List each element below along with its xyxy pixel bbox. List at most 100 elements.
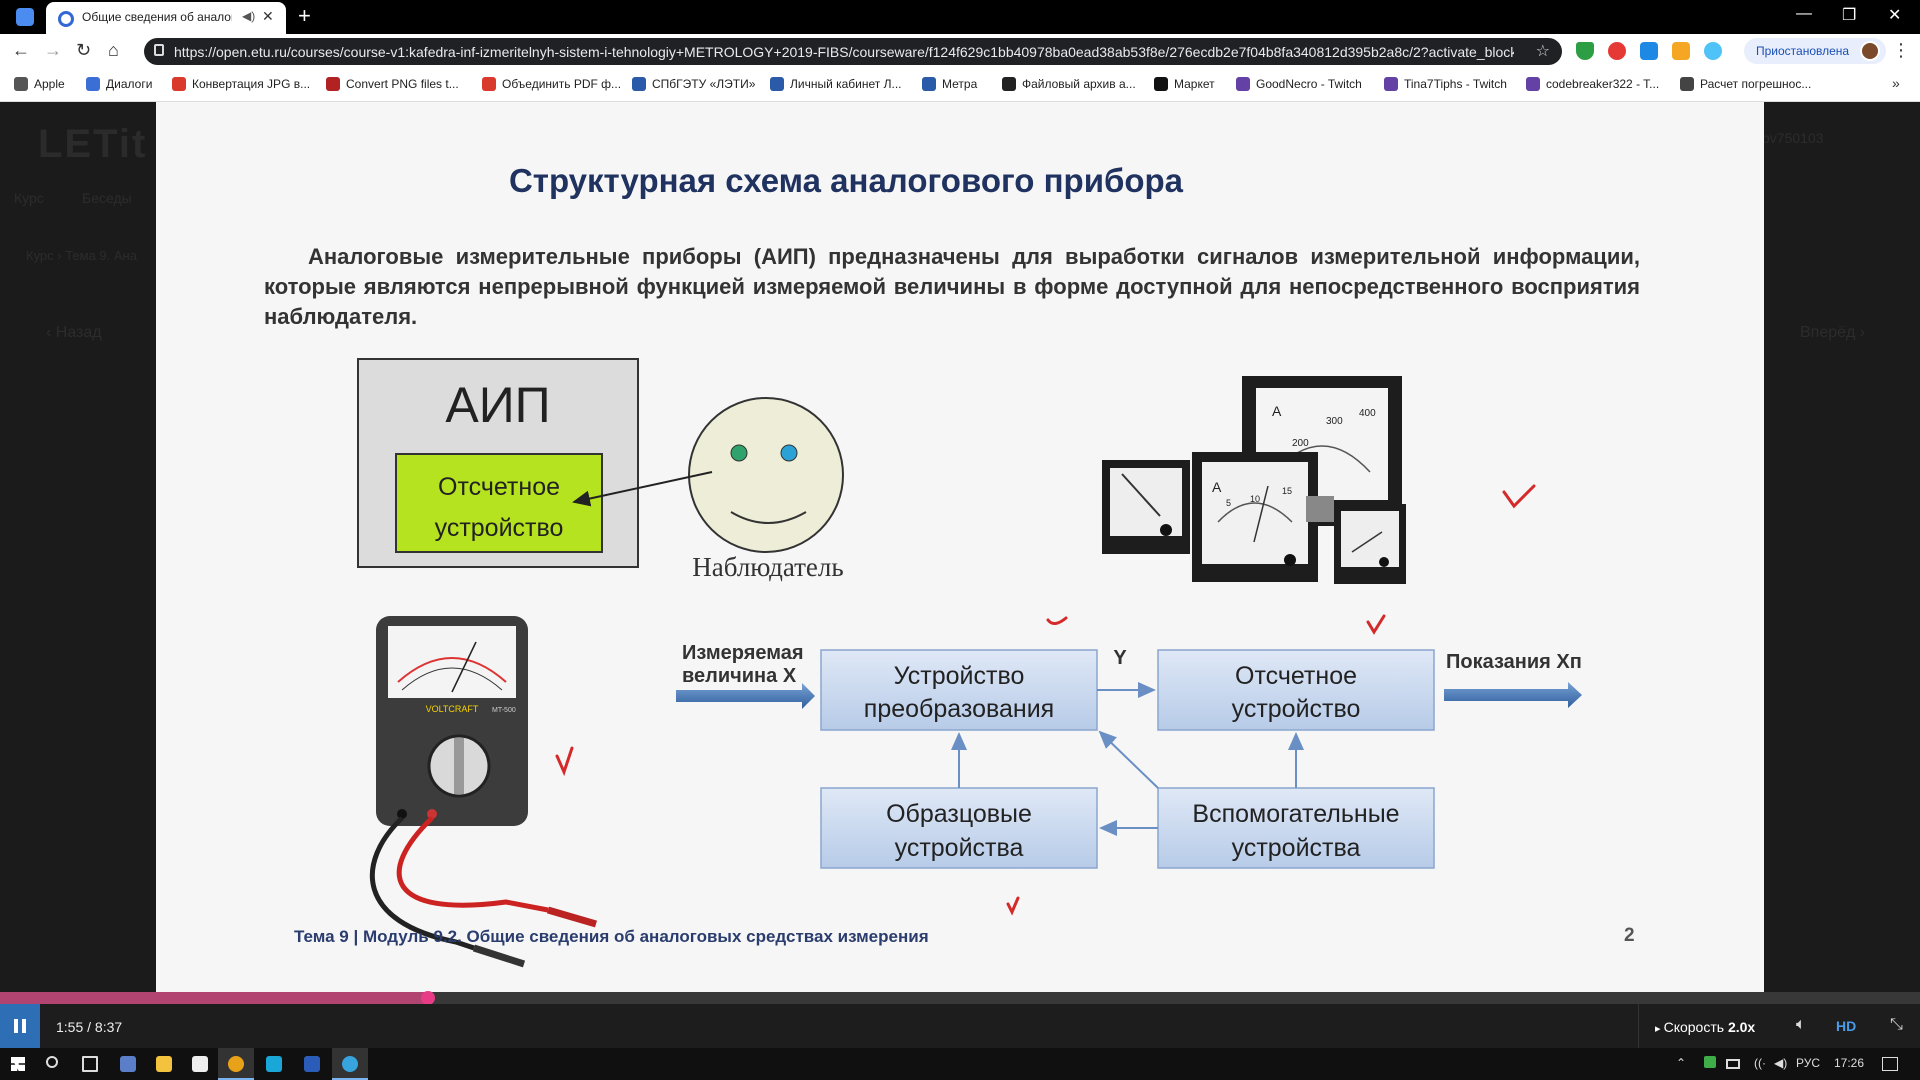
notifications-icon[interactable] [1882,1057,1898,1071]
meter-scale-5: 5 [1226,498,1231,508]
input-arrow [676,683,815,709]
restore-icon[interactable]: ❐ [1842,7,1857,24]
meter-scale-10: 10 [1250,494,1260,504]
search-icon[interactable] [36,1048,72,1080]
check-mark-icon [555,746,574,777]
check-marks [555,484,1536,916]
bookmark-label: Apple [34,77,65,91]
sync-paused-label: Приостановлена [1756,44,1850,58]
bookmark-item[interactable]: Маркет [1154,77,1234,91]
taskbar-app-store-icon[interactable] [182,1048,218,1080]
bookmark-favicon-icon [1002,77,1016,91]
multimeter-model: MT-500 [492,707,516,714]
pause-button[interactable] [0,1004,40,1048]
check-mark-icon [1366,614,1386,635]
battery-icon[interactable] [1726,1059,1740,1069]
taskbar-app-chrome-icon[interactable] [218,1048,254,1080]
tray-app-icon[interactable] [1704,1056,1716,1068]
meter-scale-300: 300 [1326,416,1343,427]
avatar [1860,41,1880,61]
bookmark-item[interactable]: Конвертация JPG в... [172,77,324,91]
close-window-icon[interactable]: ✕ [1888,7,1902,24]
taskbar-app-skype-icon[interactable] [256,1048,292,1080]
converter-label-line2: преобразования [864,695,1054,723]
bookmark-label: Диалоги [106,77,153,91]
user-menu[interactable]: ov750103 [1762,130,1824,146]
taskbar-app-telegram-icon[interactable] [332,1048,368,1080]
tab-active[interactable]: Общие сведения об аналог ◀) ✕ [46,2,286,34]
bookmark-item[interactable]: GoodNecro - Twitch [1236,77,1382,91]
bookmark-item[interactable]: Apple [14,77,84,91]
clock[interactable]: 17:26 [1834,1056,1865,1070]
back-icon[interactable]: ← [12,40,30,60]
taskbar-app-news-icon[interactable] [110,1048,146,1080]
readout-label-line2: устройство [435,514,564,542]
fox-extension-icon[interactable] [1672,42,1690,60]
reload-icon[interactable]: ↻ [76,40,92,60]
prev-button[interactable]: ‹ Назад [46,324,102,341]
task-view-icon[interactable] [72,1048,108,1080]
breadcrumb[interactable]: Курс › Тема 9. Ана [26,248,137,263]
start-button[interactable] [0,1048,36,1080]
bookmark-item[interactable]: Расчет погрешнос... [1680,77,1850,91]
next-button[interactable]: Вперёд › [1800,324,1866,341]
browser-menu-icon[interactable]: ⋮ [1892,40,1910,60]
forward-icon[interactable]: → [44,40,62,60]
taskbar-app-word-icon[interactable] [294,1048,330,1080]
bookmark-label: Конвертация JPG в... [192,77,311,91]
address-bar[interactable]: https://open.etu.ru/courses/course-v1:ka… [144,38,1562,65]
video-controls: 1:55 / 8:37 ▸ Скорость 2.0x 🔈︎ HD ⤡ [0,1004,1920,1048]
auxiliary-label-line2: устройства [1232,834,1361,862]
shield-extension-icon[interactable] [1576,42,1594,60]
bookmark-item[interactable]: СПбГЭТУ «ЛЭТИ» [632,77,768,91]
speaker-icon[interactable]: ◀) [1774,1056,1788,1070]
bookmarks-overflow-icon[interactable]: » [1892,75,1900,91]
bookmark-item[interactable]: codebreaker322 - T... [1526,77,1678,91]
aip-label: АИП [445,377,550,433]
bookmark-star-icon[interactable]: ☆ [1535,43,1550,60]
bookmark-favicon-icon [326,77,340,91]
volume-icon[interactable]: 🔈︎ [1796,1016,1806,1033]
bookmark-item[interactable]: Диалоги [86,77,170,91]
bookmark-favicon-icon [14,77,28,91]
cloud-extension-icon[interactable] [1704,42,1722,60]
display-label-line2: устройство [1232,695,1361,723]
lock-icon [154,44,164,56]
new-tab-icon[interactable]: + [298,3,311,28]
hd-toggle[interactable]: HD [1836,1018,1857,1034]
video-progress-handle[interactable] [420,991,435,1005]
home-icon[interactable]: ⌂ [108,40,119,60]
bookmark-favicon-icon [86,77,100,91]
aip-block: АИП Отсчетное устройство [357,358,639,568]
taskbar-app-explorer-icon[interactable] [146,1048,182,1080]
tab-close-icon[interactable]: ✕ [262,8,274,24]
nav-discussion[interactable]: Беседы [82,190,132,206]
slide-page-number: 2 [1624,925,1635,946]
tab-audio-icon[interactable]: ◀) [242,9,256,23]
bookmark-item[interactable]: Метра [922,77,1000,91]
sync-paused-button[interactable]: Приостановлена [1744,38,1886,64]
wifi-icon[interactable]: ((· [1754,1056,1766,1070]
speed-button[interactable]: ▸ Скорость 2.0x [1638,1004,1780,1048]
observer-label: Наблюдатель [692,552,843,582]
fullscreen-icon[interactable]: ⤡ [1890,1016,1903,1033]
bookmark-item[interactable]: Convert PNG files t... [326,77,480,91]
minimize-icon[interactable]: — [1796,5,1812,22]
opera-extension-icon[interactable] [1608,42,1626,60]
site-logo[interactable]: LETit [38,122,148,166]
nav-course[interactable]: Курс [14,190,44,206]
bookmark-item[interactable]: Объединить PDF ф... [482,77,630,91]
bookmark-label: Convert PNG files t... [346,77,459,91]
input-label-line2: величина X [682,665,797,687]
bookmark-item[interactable]: Файловый архив а... [1002,77,1152,91]
browser-toolbar: ← → ↻ ⌂ https://open.etu.ru/courses/cour… [0,34,1920,68]
converter-label-line1: Устройство [894,662,1025,690]
skype-extension-icon[interactable] [1640,42,1658,60]
language-indicator[interactable]: РУС [1796,1056,1821,1070]
url-text[interactable]: https://open.etu.ru/courses/course-v1:ka… [174,44,1514,60]
video-progress-bar[interactable] [0,991,1920,1005]
app-icon[interactable] [16,8,34,26]
bookmark-item[interactable]: Личный кабинет Л... [770,77,920,91]
tray-chevron-icon[interactable]: ⌃ [1676,1056,1687,1070]
bookmark-item[interactable]: Tina7Tiphs - Twitch [1384,77,1524,91]
